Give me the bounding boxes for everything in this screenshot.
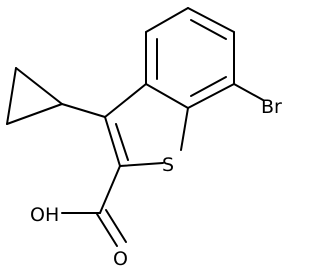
bond (61, 103, 106, 118)
bromo-substituent: Br (233, 83, 282, 118)
bond (15, 67, 63, 105)
bond (99, 165, 121, 214)
bond (6, 67, 17, 125)
bond (6, 103, 63, 125)
sulfur-atom: S (162, 154, 174, 176)
chemical-structure: Br S OH O (6, 7, 282, 270)
carboxylic-acid-group: OH O (30, 165, 128, 270)
bond (187, 83, 235, 109)
bond (145, 7, 189, 33)
bond-double-inner (190, 76, 227, 97)
bond (145, 83, 189, 109)
bond-double-inner (190, 19, 227, 40)
benzene-ring (145, 7, 235, 109)
hydroxyl-label: OH (30, 204, 59, 226)
sulfur-label: S (162, 154, 174, 176)
bond (104, 116, 121, 167)
thiophene-ring (104, 83, 189, 167)
bond (233, 83, 264, 101)
bond (119, 162, 164, 167)
bond (187, 7, 235, 33)
bond (180, 107, 189, 151)
cyclopropyl-group (6, 67, 106, 125)
bond-double (96, 213, 118, 247)
bond-double (105, 209, 127, 243)
bond-double-inner (115, 123, 129, 161)
bromine-label: Br (261, 96, 282, 118)
bond (104, 83, 147, 118)
carbonyl-oxygen-label: O (113, 248, 128, 270)
